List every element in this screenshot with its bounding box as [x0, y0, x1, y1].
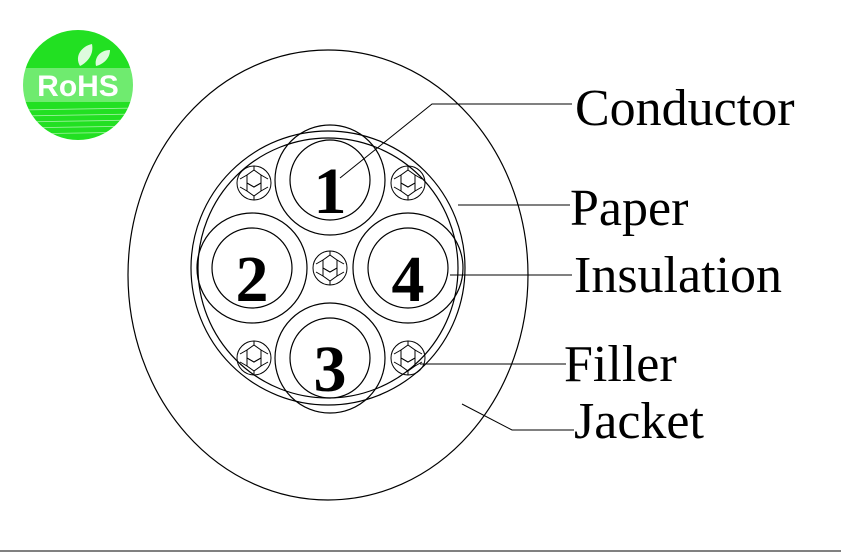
conductor-core: [211, 227, 293, 309]
paper-layer-outer: [190, 130, 466, 406]
filler-top-right: [390, 165, 426, 201]
conductor-unit-1: 1: [274, 124, 386, 236]
filler-top-left: [236, 165, 272, 201]
conductor-core: [289, 317, 371, 399]
leaf-icon: [77, 44, 93, 66]
rohs-logo-text: RoHS: [37, 70, 119, 103]
label-jacket: Jacket: [574, 393, 704, 450]
conductor-core: [289, 139, 371, 221]
conductor-unit-2: 2: [196, 212, 308, 324]
leaf-icon: [95, 50, 110, 66]
conductor-unit-4: 4: [352, 212, 464, 324]
conductor-number: 2: [236, 243, 269, 316]
leader-line-conductor: [339, 103, 572, 179]
insulation-ring: [352, 212, 464, 324]
leader-line-jacket: [461, 403, 574, 431]
label-paper: Paper: [570, 180, 688, 237]
rohs-logo: RoHS: [23, 30, 133, 140]
conductor-core: [367, 227, 449, 309]
filler-bottom-left: [236, 340, 272, 376]
insulation-ring: [274, 124, 386, 236]
conductor-number: 4: [392, 243, 425, 316]
conductor-unit-3: 3: [274, 302, 386, 414]
label-conductor: Conductor: [575, 80, 795, 137]
label-insulation: Insulation: [574, 247, 782, 304]
conductor-number: 1: [314, 155, 347, 228]
insulation-ring: [274, 302, 386, 414]
insulation-ring: [196, 212, 308, 324]
conductor-number: 3: [314, 333, 347, 406]
filler-center: [312, 250, 348, 286]
label-filler: Filler: [564, 336, 677, 393]
